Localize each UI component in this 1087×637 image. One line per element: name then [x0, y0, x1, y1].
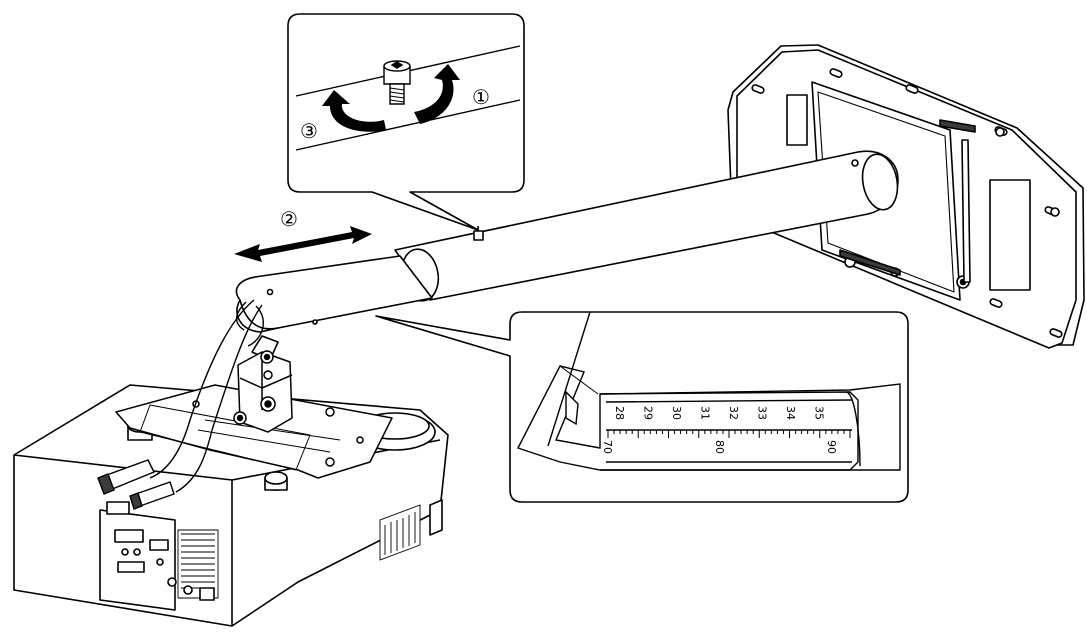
scale-lower-label: 80 [713, 440, 726, 454]
step-1-label: ① [472, 85, 490, 109]
loosen-arrow [414, 64, 460, 124]
scale-detail-callout: 28 29 30 31 32 33 34 35 70 80 90 [375, 311, 909, 503]
scale-upper-labels: 28 29 30 31 32 33 34 35 [613, 406, 826, 420]
scale-upper-label: 29 [642, 406, 655, 420]
ceiling-bracket [115, 350, 393, 479]
scale-upper-label: 30 [670, 406, 683, 420]
cable-connectors [97, 459, 175, 510]
step-2-label: ② [280, 207, 298, 231]
scale-lower-label: 90 [825, 440, 838, 454]
scale-lower-labels: 70 80 90 [601, 440, 838, 454]
scale-upper-label: 34 [784, 406, 797, 420]
scale-upper-label: 31 [699, 406, 712, 420]
cables [149, 299, 265, 493]
scale-ticks [607, 430, 851, 438]
tighten-arrow [322, 90, 386, 132]
scale-lower-label: 70 [601, 440, 614, 454]
extension-arm [235, 150, 899, 361]
wall-mount-plate [727, 44, 1085, 349]
screw-detail-callout: ① ③ [287, 13, 525, 231]
scale-upper-label: 33 [756, 406, 769, 420]
hex-screw [383, 60, 411, 105]
scale-upper-label: 35 [813, 406, 826, 420]
step-3-label: ③ [300, 119, 318, 143]
scale-upper-label: 28 [613, 406, 626, 420]
scale-upper-label: 32 [727, 406, 740, 420]
slide-arrow [234, 226, 372, 262]
